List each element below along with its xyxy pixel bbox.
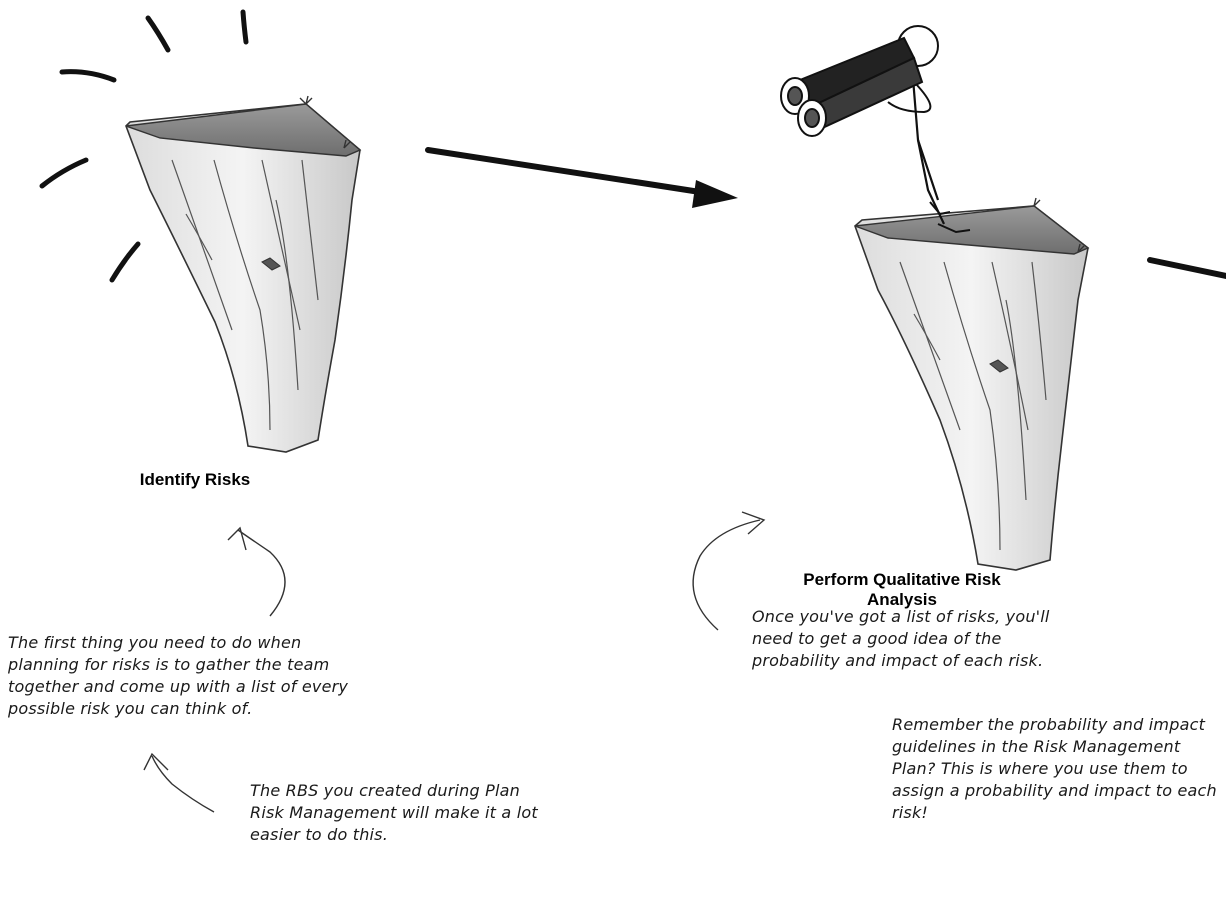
- flow-arrow-icon: [428, 150, 738, 208]
- step-label-identify-risks: Identify Risks: [110, 470, 280, 490]
- note-identify-rbs: The RBS you created during Plan Risk Man…: [250, 780, 550, 846]
- curved-arrow-icon: [144, 754, 214, 812]
- note-identify-main: The first thing you need to do when plan…: [8, 632, 368, 720]
- step-label-qualitative-risk-analysis: Perform Qualitative Risk Analysis: [782, 570, 1022, 610]
- note-qualitative-plan: Remember the probability and impact guid…: [892, 714, 1222, 824]
- curved-arrow-icon: [228, 528, 285, 616]
- note-qualitative-main: Once you've got a list of risks, you'll …: [752, 606, 1082, 672]
- flow-arrow-icon: [1150, 260, 1226, 276]
- binoculars-person-illustration: [781, 26, 970, 232]
- cliff-2-illustration: [855, 198, 1088, 570]
- cliff-1-illustration: [126, 96, 360, 452]
